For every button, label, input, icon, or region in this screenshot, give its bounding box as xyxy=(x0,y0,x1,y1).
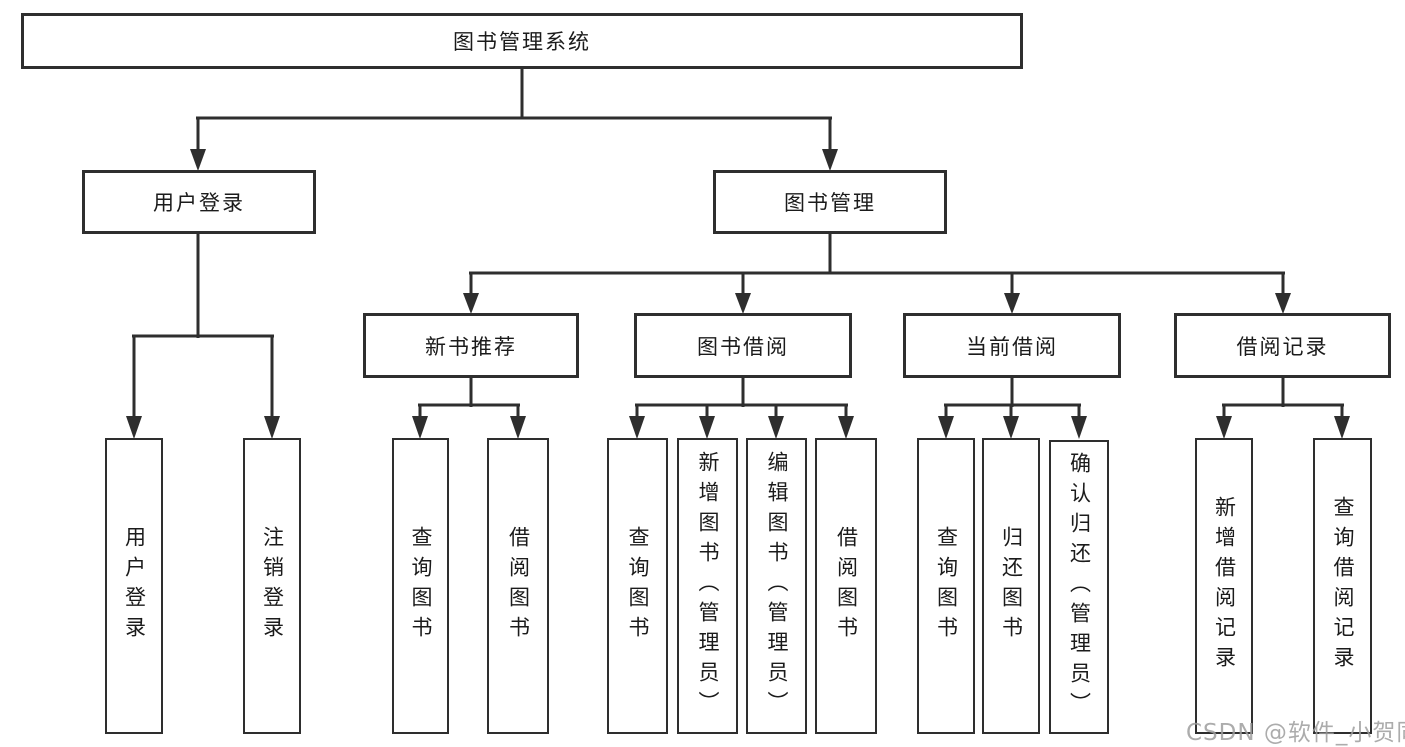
node-user-login: 用户登录 xyxy=(82,170,316,234)
node-borrowing-records-label: 借阅记录 xyxy=(1236,334,1329,359)
node-book-management-label: 图书管理 xyxy=(784,191,876,215)
connector-current-to-leaves xyxy=(938,378,1087,439)
connector-root-to-level2 xyxy=(190,68,838,171)
leaf-records-query-record: 查询借阅记录 xyxy=(1313,438,1372,734)
leaf-current-query-books: 查询图书 xyxy=(917,438,975,734)
node-library-system-label: 图书管理系统 xyxy=(453,30,591,54)
node-book-borrowing-label: 图书借阅 xyxy=(697,334,789,359)
leaf-current-confirm-return-admin: 确认归还（管理员） xyxy=(1049,440,1109,734)
node-new-book-recommend: 新书推荐 xyxy=(363,313,579,378)
leaf-borrowing-add-books-admin: 新增图书（管理员） xyxy=(677,438,738,734)
node-user-login-label: 用户登录 xyxy=(153,191,245,215)
connector-borrowing-to-leaves xyxy=(629,378,854,439)
node-book-borrowing: 图书借阅 xyxy=(634,313,852,378)
leaf-records-add-record: 新增借阅记录 xyxy=(1195,438,1253,734)
leaf-current-return-books: 归还图书 xyxy=(982,438,1040,734)
leaf-logout: 注销登录 xyxy=(243,438,301,734)
leaf-recommend-borrow-books: 借阅图书 xyxy=(487,438,549,734)
leaf-recommend-query-books: 查询图书 xyxy=(392,438,449,734)
node-new-book-recommend-label: 新书推荐 xyxy=(425,334,517,359)
leaf-borrowing-query-books: 查询图书 xyxy=(607,438,668,734)
leaf-borrowing-borrow-books: 借阅图书 xyxy=(815,438,877,734)
connector-recommend-to-leaves xyxy=(412,378,526,439)
node-current-borrowing-label: 当前借阅 xyxy=(966,334,1058,359)
leaf-borrowing-edit-books-admin: 编辑图书（管理员） xyxy=(746,438,807,734)
node-book-management: 图书管理 xyxy=(713,170,947,234)
leaf-user-login: 用户登录 xyxy=(105,438,163,734)
node-library-system: 图书管理系统 xyxy=(21,13,1023,69)
watermark: CSDN @软件_小贺同学 xyxy=(1186,720,1405,746)
connector-user-login-to-leaves xyxy=(126,234,280,439)
connector-book-management-to-level3 xyxy=(463,234,1291,314)
node-borrowing-records: 借阅记录 xyxy=(1174,313,1391,378)
node-current-borrowing: 当前借阅 xyxy=(903,313,1121,378)
connector-records-to-leaves xyxy=(1216,378,1350,439)
